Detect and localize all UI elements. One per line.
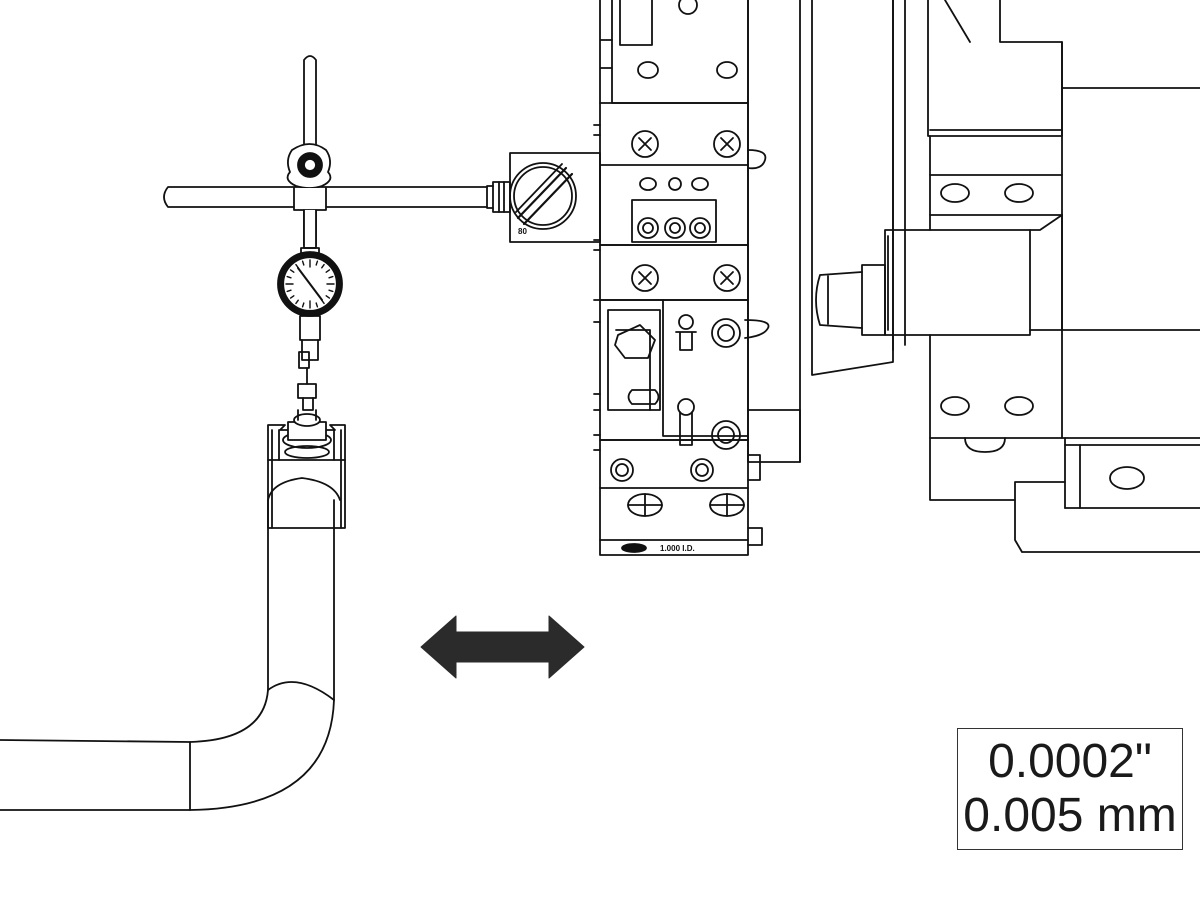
indicator-arm <box>163 55 488 259</box>
dial-tick <box>301 302 305 308</box>
tolerance-metric: 0.005 mm <box>963 789 1177 842</box>
tool-block: 1.000 I.D. <box>593 0 801 556</box>
double-arrow-icon <box>420 615 585 679</box>
svg-text:80: 80 <box>518 227 527 236</box>
dial-tick <box>286 275 292 279</box>
dial-tick <box>328 289 334 293</box>
dial-tick <box>289 269 295 273</box>
tolerance-spec-box: 0.0002" 0.005 mm <box>957 728 1183 850</box>
dial-tick <box>325 295 331 299</box>
block-marking: 1.000 I.D. <box>660 544 695 553</box>
dial-tick <box>325 269 331 273</box>
dial-indicator <box>277 251 343 411</box>
test-bar <box>0 409 346 811</box>
rod-clamp: 80 <box>486 152 601 243</box>
turret-housing <box>747 0 1200 553</box>
dial-tick <box>301 260 305 266</box>
tolerance-imperial: 0.0002" <box>988 735 1152 788</box>
dial-tick <box>321 263 325 269</box>
dial-tick <box>328 275 334 279</box>
dial-tick <box>315 260 319 266</box>
dial-tick <box>295 299 299 305</box>
dial-tick <box>315 302 319 308</box>
dial-tick <box>286 289 292 293</box>
dial-tick <box>289 295 295 299</box>
